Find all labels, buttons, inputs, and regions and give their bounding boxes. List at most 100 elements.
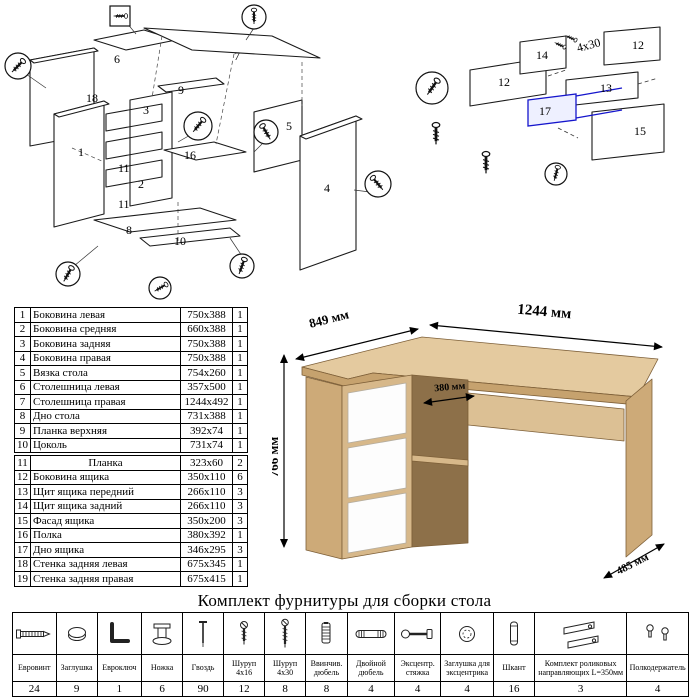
parts-cell-num: 13 <box>14 484 31 500</box>
hardware-item-qty: 4 <box>440 681 495 697</box>
parts-cell-qty: 1 <box>232 321 248 337</box>
parts-cell-qty: 1 <box>232 336 248 352</box>
hex-key-icon <box>96 612 143 655</box>
dim-height: 766 мм <box>272 437 281 478</box>
parts-cell-num: 6 <box>14 379 31 395</box>
hardware-item-qty: 90 <box>182 681 225 697</box>
part-number-label: 16 <box>184 148 196 162</box>
dim-left-width: 849 мм <box>307 306 350 330</box>
hardware-item-name: Заглушка <box>55 654 98 682</box>
desk-left-side-panel <box>305 376 343 560</box>
parts-cell-qty: 1 <box>232 571 248 587</box>
foot-icon <box>141 612 184 655</box>
parts-cell-name: Стенка задняя правая <box>30 571 181 587</box>
parts-cell-size: 392x74 <box>180 423 233 439</box>
hardware-item-qty: 8 <box>305 681 348 697</box>
parts-cell-qty: 3 <box>232 542 248 558</box>
drawer-guide-lines <box>547 69 659 139</box>
parts-cell-num: 17 <box>14 542 31 558</box>
hardware-item-name: Комплект роликовых направляющих L=350мм <box>534 654 628 682</box>
parts-cell-qty: 1 <box>232 307 248 323</box>
parts-cell-name: Фасад ящика <box>30 513 181 529</box>
parts-cell-size: 357x500 <box>180 379 233 395</box>
drawer-bottom-guide-lines <box>575 87 623 119</box>
part-number-label: 13 <box>600 81 612 95</box>
parts-cell-num: 11 <box>14 455 31 471</box>
parts-cell-size: 750x388 <box>180 307 233 323</box>
parts-cell-num: 4 <box>14 350 31 366</box>
parts-cell-qty: 1 <box>232 527 248 543</box>
parts-cell-name: Дно стола <box>30 408 181 424</box>
parts-cell-num: 18 <box>14 556 31 572</box>
parts-cell-num: 3 <box>14 336 31 352</box>
part-number-label: 10 <box>174 234 186 248</box>
hardware-item-qty: 4 <box>346 681 396 697</box>
parts-cell-size: 731x74 <box>180 437 233 453</box>
exploded-panels <box>29 27 363 271</box>
part-number-label: 3 <box>143 103 149 117</box>
hardware-item-qty: 16 <box>493 681 536 697</box>
parts-cell-qty: 1 <box>232 394 248 410</box>
hardware-detail-callouts <box>4 4 392 300</box>
screw-size-label: 4x30 <box>575 35 602 55</box>
assembly-guide-lines <box>71 35 303 242</box>
dim-side-depth: 485 мм <box>615 551 651 577</box>
confirmat-icon <box>12 612 57 655</box>
parts-cell-size: 1244x492 <box>180 394 233 410</box>
screw-short-icon <box>223 612 266 655</box>
desk-back-rail <box>467 392 625 442</box>
parts-cell-name: Планка верхняя <box>30 423 181 439</box>
drawer-hardware-callouts <box>415 32 579 186</box>
parts-cell-name: Стенка задняя левая <box>30 556 181 572</box>
part-number-label: 11 <box>118 161 130 175</box>
parts-cell-qty: 1 <box>232 408 248 424</box>
parts-cell-size: 380x392 <box>180 527 233 543</box>
parts-cell-qty: 2 <box>232 455 248 471</box>
hardware-item-qty: 4 <box>626 681 689 697</box>
part-number-label: 18 <box>86 91 98 105</box>
parts-cell-num: 16 <box>14 527 31 543</box>
nail-icon <box>182 612 225 655</box>
part-number-label: 17 <box>539 104 551 118</box>
parts-cell-qty: 3 <box>232 513 248 529</box>
dimension-arrows <box>280 321 665 579</box>
drawer-panels <box>469 26 665 161</box>
parts-cell-qty: 1 <box>232 379 248 395</box>
cam-cap-icon <box>440 612 495 655</box>
parts-cell-name: Боковина правая <box>30 350 181 366</box>
parts-cell-size: 754x260 <box>180 365 233 381</box>
desk-drawer-fronts <box>347 382 407 554</box>
dim-right-width: 1244 мм <box>517 302 572 323</box>
parts-cell-qty: 1 <box>232 556 248 572</box>
part-number-label: 9 <box>178 83 184 97</box>
hardware-item-name: Шуруп 4x30 <box>264 654 307 682</box>
parts-cell-qty: 3 <box>232 484 248 500</box>
desk-shelf <box>411 454 469 467</box>
part-number-label: 12 <box>632 38 644 52</box>
parts-cell-size: 323x60 <box>180 455 233 471</box>
part-number-label: 11 <box>118 197 130 211</box>
parts-cell-size: 350x110 <box>180 469 233 485</box>
parts-cell-size: 731x388 <box>180 408 233 424</box>
hardware-item-name: Евроключ <box>96 654 143 682</box>
parts-cell-qty: 1 <box>232 423 248 439</box>
parts-cell-name: Столешница правая <box>30 394 181 410</box>
cap-icon <box>55 612 98 655</box>
part-number-label: 5 <box>286 119 292 133</box>
parts-cell-size: 750x388 <box>180 350 233 366</box>
parts-cell-qty: 1 <box>232 350 248 366</box>
hardware-icons-row <box>12 612 689 655</box>
part-number-label: 6 <box>114 52 120 66</box>
